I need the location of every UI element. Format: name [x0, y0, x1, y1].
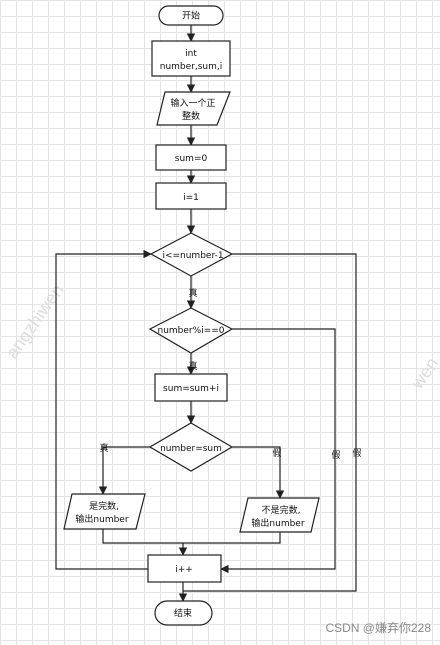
increment-process-shape [147, 554, 222, 583]
end-terminal-shape [154, 600, 213, 626]
edge-increment-loopback [55, 249, 152, 570]
input-label-line2: 整数 [182, 110, 200, 122]
loop-condition-label: i<=number-1 [162, 251, 223, 261]
perfect-condition-label: number=sum [160, 444, 222, 454]
edge-loop-false [183, 253, 357, 592]
edges [55, 25, 357, 602]
edge-perfect-yes [98, 446, 150, 495]
output-perfect-node: 是完数, 输出number [63, 493, 146, 530]
declare-label-line1: int [185, 49, 197, 59]
output-perfect-line2: 输出number [75, 513, 128, 525]
csdn-watermark: CSDN @嫌弃你228 [325, 620, 431, 635]
sum-init-label: sum=0 [175, 154, 208, 164]
sum-init-node: sum=0 [155, 144, 227, 171]
input-io-shape [156, 91, 231, 126]
output-not-perfect-line2: 输出number [251, 517, 304, 529]
i-init-node: i=1 [155, 182, 227, 210]
sum-init-process-shape [155, 144, 227, 171]
increment-label: i++ [175, 565, 193, 575]
mod-condition-node: number%i==0 [148, 307, 234, 354]
end-label: 结束 [174, 607, 192, 619]
perfect-condition-node: number=sum [148, 422, 234, 472]
edge-labels: 真 真 真 假 假 假 [99, 287, 361, 461]
output-not-perfect-node: 不是完数, 输出number [239, 497, 320, 533]
output-not-perfect-io-shape [239, 497, 320, 533]
output-perfect-line1: 是完数, [89, 500, 119, 512]
perfect-false-label: 假 [272, 448, 281, 459]
mod-false-label: 假 [331, 450, 340, 461]
watermark-right: wen [406, 354, 440, 393]
accumulate-label: sum=sum+i [163, 384, 219, 394]
output-not-perfect-line1: 不是完数, [262, 504, 301, 516]
input-label-line1: 输入一个正 [170, 97, 215, 109]
edge-yes-merge [102, 529, 183, 544]
perfect-true-label: 真 [99, 442, 108, 454]
accumulate-process-shape [154, 373, 228, 402]
accumulate-node: sum=sum+i [154, 373, 228, 402]
loop-condition-node: i<=number-1 [149, 232, 234, 277]
start-terminal-shape [158, 5, 224, 26]
watermark-left: angzhiwen [2, 280, 68, 362]
input-node: 输入一个正 整数 [156, 91, 231, 126]
end-node: 结束 [154, 600, 213, 626]
perfect-condition-diamond [148, 422, 234, 472]
start-node: 开始 [158, 5, 224, 26]
loop-condition-diamond [149, 232, 234, 277]
i-init-label: i=1 [183, 193, 199, 203]
loop-false-label: 假 [352, 448, 361, 459]
output-perfect-io-shape [63, 493, 146, 530]
mod-condition-diamond [148, 307, 234, 354]
declare-node: int number,sum,i [151, 40, 231, 77]
i-init-process-shape [155, 182, 227, 210]
mod-condition-label: number%i==0 [158, 326, 225, 336]
edge-perfect-no [232, 446, 285, 499]
declare-label-line2: number,sum,i [160, 62, 223, 72]
edge-no-merge [183, 532, 281, 544]
increment-node: i++ [147, 554, 222, 583]
mod-true-label: 真 [188, 360, 197, 372]
loop-true-label: 真 [188, 287, 197, 299]
declare-process-shape [151, 40, 231, 77]
start-label: 开始 [182, 10, 200, 22]
edge-mod-false [220, 328, 336, 574]
